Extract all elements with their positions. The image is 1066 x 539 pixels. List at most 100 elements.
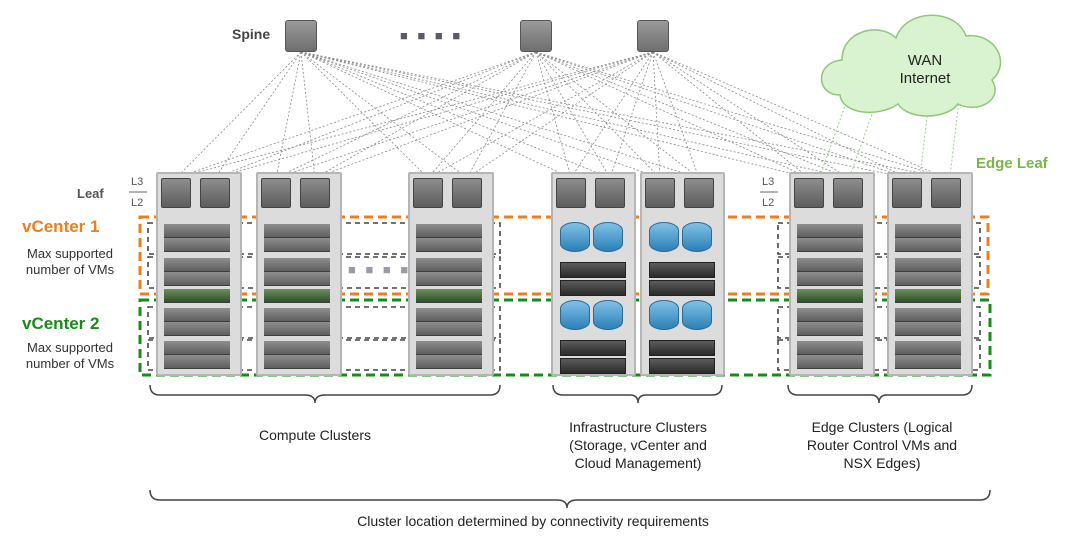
spine-label: Spine [232,26,271,42]
server-icon [416,238,482,252]
storage-tray-icon [560,340,626,356]
leaf-switch-icon [452,178,482,208]
spine-leaf-link [570,51,654,179]
server-icon [797,258,863,272]
l3-label: L3 [131,176,144,188]
spine-leaf-link [214,51,537,179]
server-icon [416,341,482,355]
edge-clusters-line1: Edge Clusters (Logical [811,419,953,435]
server-icon [895,272,961,286]
spine-leaf-link [652,51,908,179]
server-icon [264,355,330,369]
leaf-switch-icon [684,178,714,208]
spine-leaf-link [535,51,810,179]
spine-leaf-link [652,51,849,179]
vcenter2-max-line2: number of VMs [25,356,115,371]
l2-label: L2 [131,197,144,209]
server-icon [164,238,230,252]
spine-leaf-link [300,51,947,179]
server-icon [264,258,330,272]
edge-leaf-label: Edge Leaf [976,155,1048,172]
leaf-switch-icon [556,178,586,208]
spine-leaf-link [300,51,908,179]
server-icon [264,238,330,252]
wan-label: WAN Internet [880,52,970,88]
compute-clusters-label: Compute Clusters [258,427,372,443]
spine-leaf-link [300,51,429,179]
spine-leaf-link [609,51,654,179]
storage-disk-icon [682,222,712,252]
spine-leaf-link [175,51,654,179]
spine-leaf-link [427,51,654,179]
spine-leaf-link [535,51,700,179]
storage-disk-icon [649,300,679,330]
spine-leaf-link [652,51,810,179]
server-icon [164,224,230,238]
spine-leaf-link [214,51,302,179]
spine-leaf-link [652,51,947,179]
leaf-switch-icon [200,178,230,208]
spine-leaf-link [535,51,572,179]
storage-tray-icon [560,358,626,374]
server-icon [164,258,230,272]
server-icon [264,341,330,355]
server-icon [895,258,961,272]
storage-tray-icon [649,280,715,296]
spine-switch-icon [637,20,669,52]
spine-leaf-link [275,51,302,179]
server-icon [416,258,482,272]
server-icon [264,224,330,238]
vcenter2-max-line1: Max supported [27,340,113,355]
spine-leaf-link [175,51,537,179]
server-icon [797,355,863,369]
spine-leaf-link [300,51,849,179]
server-icon [895,224,961,238]
server-icon [264,322,330,336]
server-icon [895,322,961,336]
edge-clusters-label: Edge Clusters (Logical Router Control VM… [782,418,982,472]
spine-leaf-link [466,51,537,179]
storage-tray-icon [649,340,715,356]
infrastructure-line1: Infrastructure Clusters [569,419,707,435]
compute-ellipsis: ■ ■ ■ ■ [348,262,412,277]
vcenter2-title: vCenter 2 [22,314,100,333]
server-icon [164,272,230,286]
wan-label-line2: Internet [899,70,951,87]
wan-cloud-icon [820,14,1002,117]
server-icon [264,289,330,303]
server-icon [797,289,863,303]
spine-leaf-link [214,51,654,179]
storage-tray-icon [649,358,715,374]
spine-leaf-link [535,51,908,179]
server-icon [895,341,961,355]
server-icon [797,322,863,336]
storage-disk-icon [682,300,712,330]
server-icon [895,355,961,369]
server-icon [416,355,482,369]
leaf-switch-icon [892,178,922,208]
leaf-switch-icon [931,178,961,208]
server-icon [797,238,863,252]
footer-caption: Cluster location determined by connectiv… [357,513,709,529]
server-icon [416,308,482,322]
spine-leaf-link [652,51,661,179]
server-icon [416,224,482,238]
l2-label: L2 [762,197,775,209]
server-icon [416,322,482,336]
edge-clusters-line3: NSX Edges) [843,455,921,471]
leaf-switch-icon [300,178,330,208]
spine-leaf-link [535,51,661,179]
server-icon [797,308,863,322]
server-icon [797,224,863,238]
vcenter1-title: vCenter 1 [22,217,100,236]
server-icon [264,308,330,322]
spine-leaf-link [300,51,810,179]
vcenter1-max-line2: number of VMs [25,262,115,277]
spine-leaf-link [300,51,572,179]
leaf-switch-icon [595,178,625,208]
spine-ellipsis: ■ ■ ■ ■ [400,28,464,43]
spine-leaf-link [535,51,611,179]
spine-leaf-link [275,51,537,179]
server-icon [797,272,863,286]
